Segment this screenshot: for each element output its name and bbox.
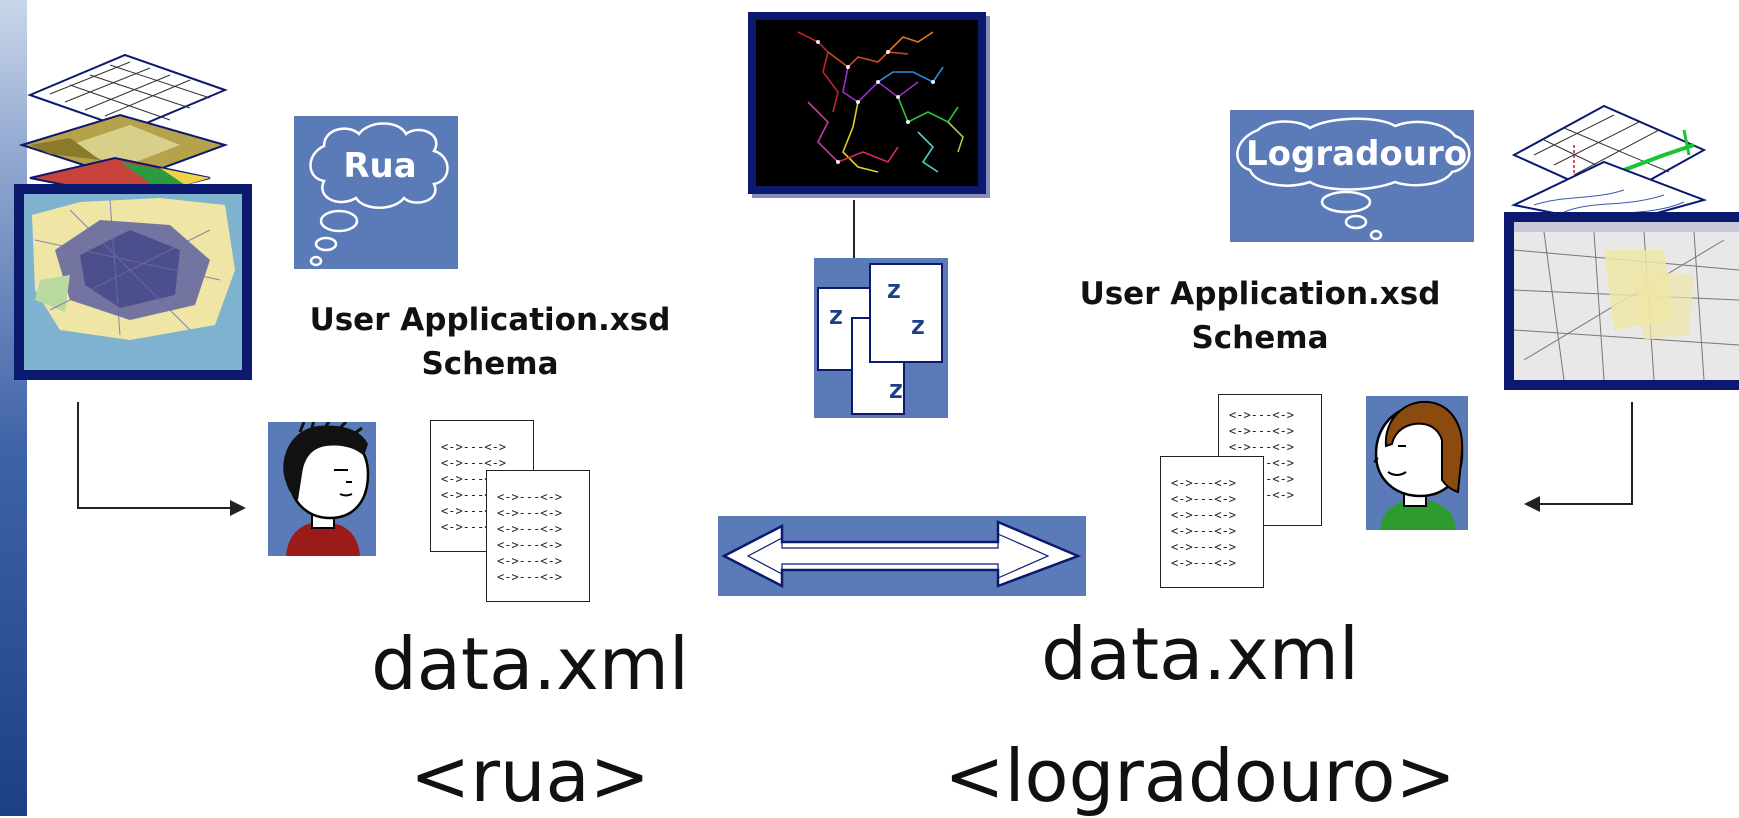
double-arrow-icon xyxy=(718,516,1086,596)
left-data-file-label: data.xml xyxy=(371,622,689,706)
svg-text:<->---<->: <->---<-> xyxy=(1171,556,1236,570)
left-person-icon xyxy=(268,419,376,556)
svg-text:<->---<->: <->---<-> xyxy=(1171,540,1236,554)
svg-text:z: z xyxy=(888,375,904,405)
right-thought-text: Logradouro xyxy=(1246,134,1468,174)
svg-text:<->---<->: <->---<-> xyxy=(497,490,562,504)
svg-text:<->---<->: <->---<-> xyxy=(1171,476,1236,490)
svg-text:<->---<->: <->---<-> xyxy=(497,538,562,552)
right-schema-label: User Application.xsd Schema xyxy=(1070,272,1450,360)
svg-text:<->---<->: <->---<-> xyxy=(1229,440,1294,454)
right-connector-arrow xyxy=(1524,402,1633,512)
right-thought-bubble-panel: Logradouro xyxy=(1230,110,1474,242)
zip-files-icon: z z z z xyxy=(814,258,948,418)
right-person-icon xyxy=(1366,396,1468,530)
left-xml-document-icon-2: <->---<-> <->---<-> <->---<-> <->---<-> … xyxy=(486,470,590,602)
left-schema-line2: Schema xyxy=(421,346,559,382)
thought-bubble-icon xyxy=(309,122,449,267)
svg-text:<->---<->: <->---<-> xyxy=(1171,492,1236,506)
left-thought-bubble-panel: Rua xyxy=(294,116,458,269)
svg-text:<->---<->: <->---<-> xyxy=(1171,524,1236,538)
svg-text:<->---<->: <->---<-> xyxy=(1229,424,1294,438)
svg-text:<->---<->: <->---<-> xyxy=(1229,408,1294,422)
svg-text:z: z xyxy=(828,301,844,331)
network-graph-icon xyxy=(748,12,994,202)
slide-sidebar-bar xyxy=(0,0,27,816)
svg-text:<->---<->: <->---<-> xyxy=(497,554,562,568)
thought-bubble-icon xyxy=(1236,117,1471,241)
right-schema-line1: User Application.xsd xyxy=(1079,276,1441,312)
right-schema-line2: Schema xyxy=(1191,320,1329,356)
left-thought-text: Rua xyxy=(343,146,417,186)
right-layered-map-icon xyxy=(1504,100,1739,392)
left-schema-line1: User Application.xsd xyxy=(309,302,671,338)
right-xml-document-icon-2: <->---<-> <->---<-> <->---<-> <->---<-> … xyxy=(1160,456,1264,588)
right-data-file-label: data.xml xyxy=(1041,612,1359,696)
svg-text:z: z xyxy=(886,275,902,305)
svg-text:<->---<->: <->---<-> xyxy=(1171,508,1236,522)
left-schema-label: User Application.xsd Schema xyxy=(300,298,680,386)
right-tag-label: <logradouro> xyxy=(944,734,1456,818)
svg-text:<->---<->: <->---<-> xyxy=(441,456,506,470)
left-tag-label: <rua> xyxy=(409,734,650,818)
svg-text:<->---<->: <->---<-> xyxy=(441,440,506,454)
left-connector-arrow xyxy=(77,402,246,516)
svg-text:<->---<->: <->---<-> xyxy=(497,570,562,584)
svg-text:z: z xyxy=(910,311,926,341)
left-layered-map-icon xyxy=(10,50,260,380)
svg-text:<->---<->: <->---<-> xyxy=(497,522,562,536)
svg-text:<->---<->: <->---<-> xyxy=(497,506,562,520)
